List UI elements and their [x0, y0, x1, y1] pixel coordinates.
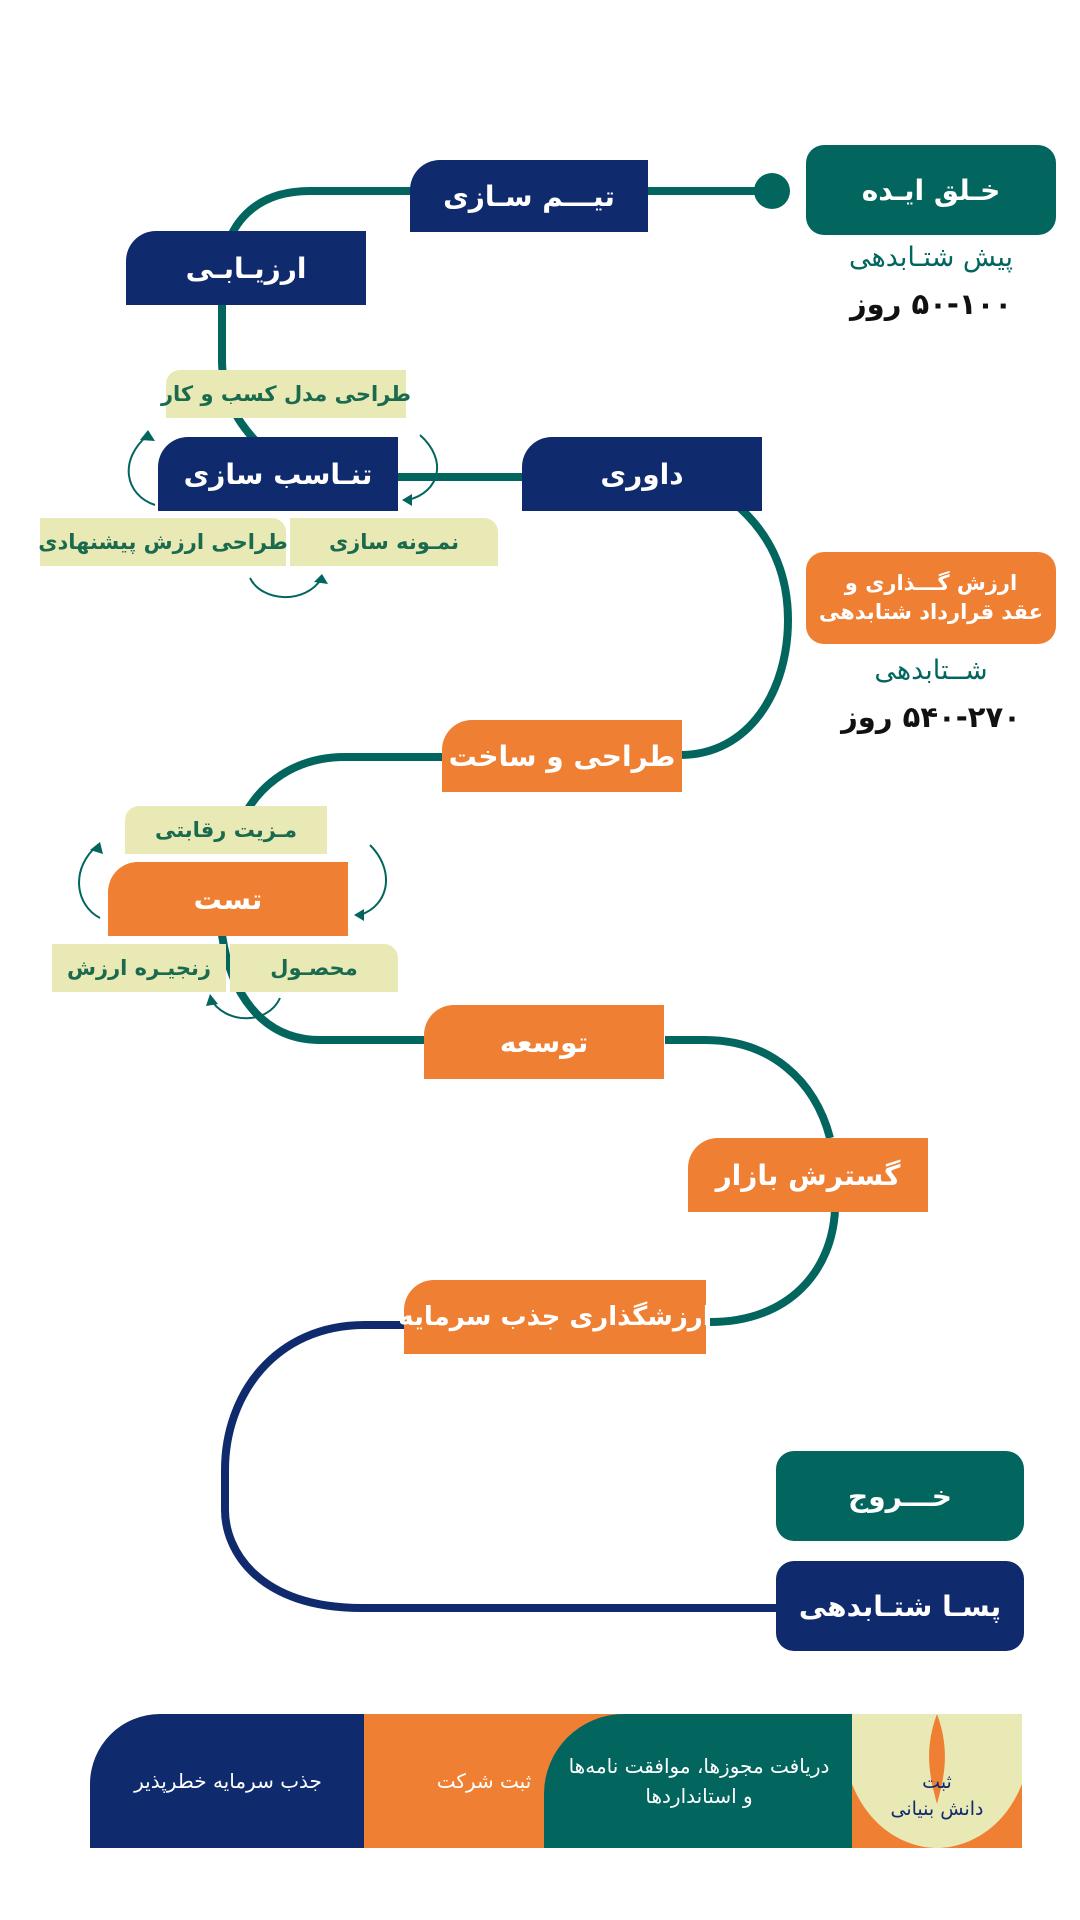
business-model-box: طراحی مدل کسب و کار: [161, 370, 411, 418]
licenses-line2: و استانداردها: [645, 1784, 753, 1808]
pre-acceleration-duration: ۵۰-۱۰۰ روز: [849, 287, 1013, 321]
valuation-contract-box: ارزش گـــذاری و عقد قرارداد شتابدهی: [806, 552, 1056, 644]
judging-box: داوری: [522, 437, 762, 511]
value-chain-box: زنجیـره ارزش: [52, 944, 226, 992]
cycle-arrow-fit-right: [407, 434, 438, 501]
cycle-arrow-fit-bottom: [249, 577, 323, 599]
acceleration-duration: ۵۴۰-۲۷۰ روز: [841, 700, 1021, 734]
path-development-to-market: [665, 1036, 834, 1140]
acceleration-label: شــتابدهی: [874, 655, 988, 686]
post-acceleration-box: پسـا شتـابدهی: [776, 1561, 1024, 1651]
cycle-arrowhead: [354, 909, 364, 921]
path-judging-to-design: [679, 505, 793, 759]
cycle-arrow-test-right: [359, 844, 387, 916]
venture-capital-segment: جذب سرمایه خطرپذیر: [90, 1714, 366, 1848]
cycle-arrow-fit-left: [127, 434, 156, 506]
design-build-box: طراحی و ساخت: [442, 720, 682, 792]
knowledge-based-line1: ثبت: [922, 1771, 952, 1794]
knowledge-based-segment: ثبت دانش بنیانی: [852, 1714, 1022, 1848]
knowledge-based-line2: دانش بنیانی: [890, 1798, 984, 1820]
company-registration-label: ثبت شرکت: [436, 1769, 532, 1793]
pre-acceleration-label: پیش شتـابدهی: [848, 242, 1013, 273]
valuation-investment-box: ارزشگذاری جذب سرمایه: [398, 1280, 712, 1354]
leaf-icon: [852, 1714, 1022, 1848]
exit-box: خـــروج: [776, 1451, 1024, 1541]
bottom-bar: جذب سرمایه خطرپذیر ثبت شرکت دریافت مجوزه…: [90, 1714, 1022, 1848]
cycle-arrowhead: [314, 574, 328, 584]
valuation-contract-line2: عقد قرارداد شتابدهی: [819, 600, 1043, 624]
idea-creation-box: خـلق ایـده: [806, 145, 1056, 235]
cycle-arrowhead: [402, 494, 412, 506]
path-market-to-valuation: [709, 1209, 839, 1326]
cycle-arrowhead: [206, 994, 218, 1006]
prototyping-box: نمـونه سازی: [290, 518, 498, 566]
evaluation-box: ارزیـابـی: [126, 231, 366, 305]
test-box: تست: [108, 862, 348, 936]
venture-capital-label: جذب سرمایه خطرپذیر: [134, 1769, 322, 1793]
cycle-arrow-test-left: [78, 844, 101, 919]
market-expansion-box: گسترش بازار: [688, 1138, 928, 1212]
cycle-arrowhead: [140, 430, 155, 441]
value-proposition-box: طراحی ارزش پیشنهادی: [38, 518, 288, 566]
cycle-arrow-test-bottom: [209, 997, 281, 1020]
team-building-box: تیـــم سـازی: [410, 160, 648, 232]
cycle-arrowhead: [90, 842, 103, 854]
start-dot: [754, 173, 790, 209]
path-test-to-development: [218, 934, 425, 1044]
valuation-contract-line1: ارزش گـــذاری و: [844, 570, 1018, 595]
fit-box: تنـاسب سازی: [158, 437, 398, 511]
licenses-line1: دریافت مجوزها، موافقت نامه‌ها: [568, 1754, 830, 1778]
development-box: توسعه: [424, 1005, 664, 1079]
product-box: محصـول: [230, 944, 398, 992]
path-valuation-to-post: [221, 1321, 778, 1612]
competitive-advantage-box: مـزیت رقابتی: [125, 806, 327, 854]
licenses-segment: دریافت مجوزها، موافقت نامه‌ها و استاندار…: [544, 1714, 854, 1848]
